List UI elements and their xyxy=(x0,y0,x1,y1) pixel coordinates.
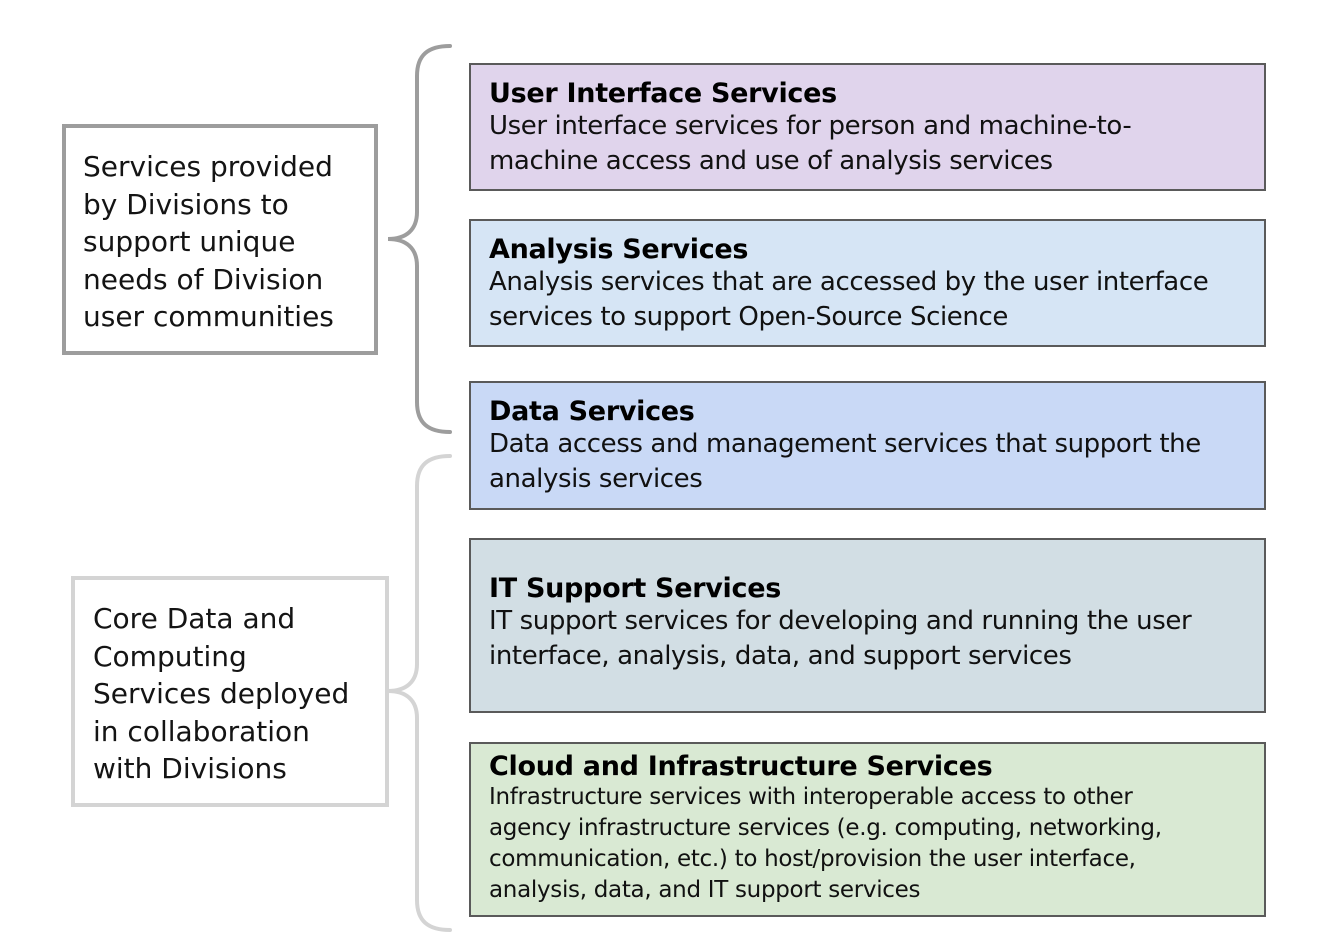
label-line: Computing xyxy=(93,639,247,673)
label-line: Services deployed xyxy=(93,677,350,710)
service-description: Data access and management services that… xyxy=(489,427,1264,497)
description-line: communication, etc.) to host/provision t… xyxy=(489,846,1136,872)
cloud-infrastructure-services-box: Cloud and Infrastructure Services Infras… xyxy=(469,742,1266,917)
top-brace xyxy=(387,44,452,434)
service-title: Analysis Services xyxy=(489,234,749,265)
service-title: Data Services xyxy=(489,396,695,427)
data-services-box: Data Services Data access and management… xyxy=(469,381,1266,510)
description-line: interface, analysis, data, and support s… xyxy=(489,641,1072,671)
label-line: in collaboration xyxy=(93,714,310,748)
it-support-services-box: IT Support Services IT support services … xyxy=(469,538,1266,713)
analysis-services-box: Analysis Services Analysis services that… xyxy=(469,219,1266,347)
label-line: user communities xyxy=(83,300,334,333)
division-services-label: Services provided by Divisions to suppor… xyxy=(62,124,378,355)
label-line: with Divisions xyxy=(93,752,287,785)
description-line: analysis, data, and IT support services xyxy=(489,877,921,903)
label-line: Core Data and xyxy=(93,602,296,635)
label-line: support unique xyxy=(83,225,296,258)
bottom-brace xyxy=(387,454,452,932)
description-line: Infrastructure services with interoperab… xyxy=(489,784,1133,810)
service-description: Analysis services that are accessed by t… xyxy=(489,265,1264,335)
description-line: analysis services xyxy=(489,464,703,494)
service-description: Infrastructure services with interoperab… xyxy=(489,782,1264,906)
description-line: services to support Open-Source Science xyxy=(489,302,1008,332)
service-description: IT support services for developing and r… xyxy=(489,604,1264,674)
description-line: machine access and use of analysis servi… xyxy=(489,146,1053,176)
service-description: User interface services for person and m… xyxy=(489,109,1264,179)
service-title: Cloud and Infrastructure Services xyxy=(489,751,993,782)
description-line: agency infrastructure services (e.g. com… xyxy=(489,815,1162,841)
service-title: IT Support Services xyxy=(489,573,781,604)
label-line: needs of Division xyxy=(83,262,324,296)
core-services-label: Core Data and Computing Services deploye… xyxy=(71,576,389,807)
label-line: by Divisions to xyxy=(83,187,289,221)
description-line: User interface services for person and m… xyxy=(489,111,1132,141)
description-line: Analysis services that are accessed by t… xyxy=(489,267,1209,297)
service-title: User Interface Services xyxy=(489,78,837,109)
user-interface-services-box: User Interface Services User interface s… xyxy=(469,63,1266,191)
description-line: IT support services for developing and r… xyxy=(489,606,1192,636)
description-line: Data access and management services that… xyxy=(489,429,1201,459)
label-line: Services provided xyxy=(83,150,333,183)
